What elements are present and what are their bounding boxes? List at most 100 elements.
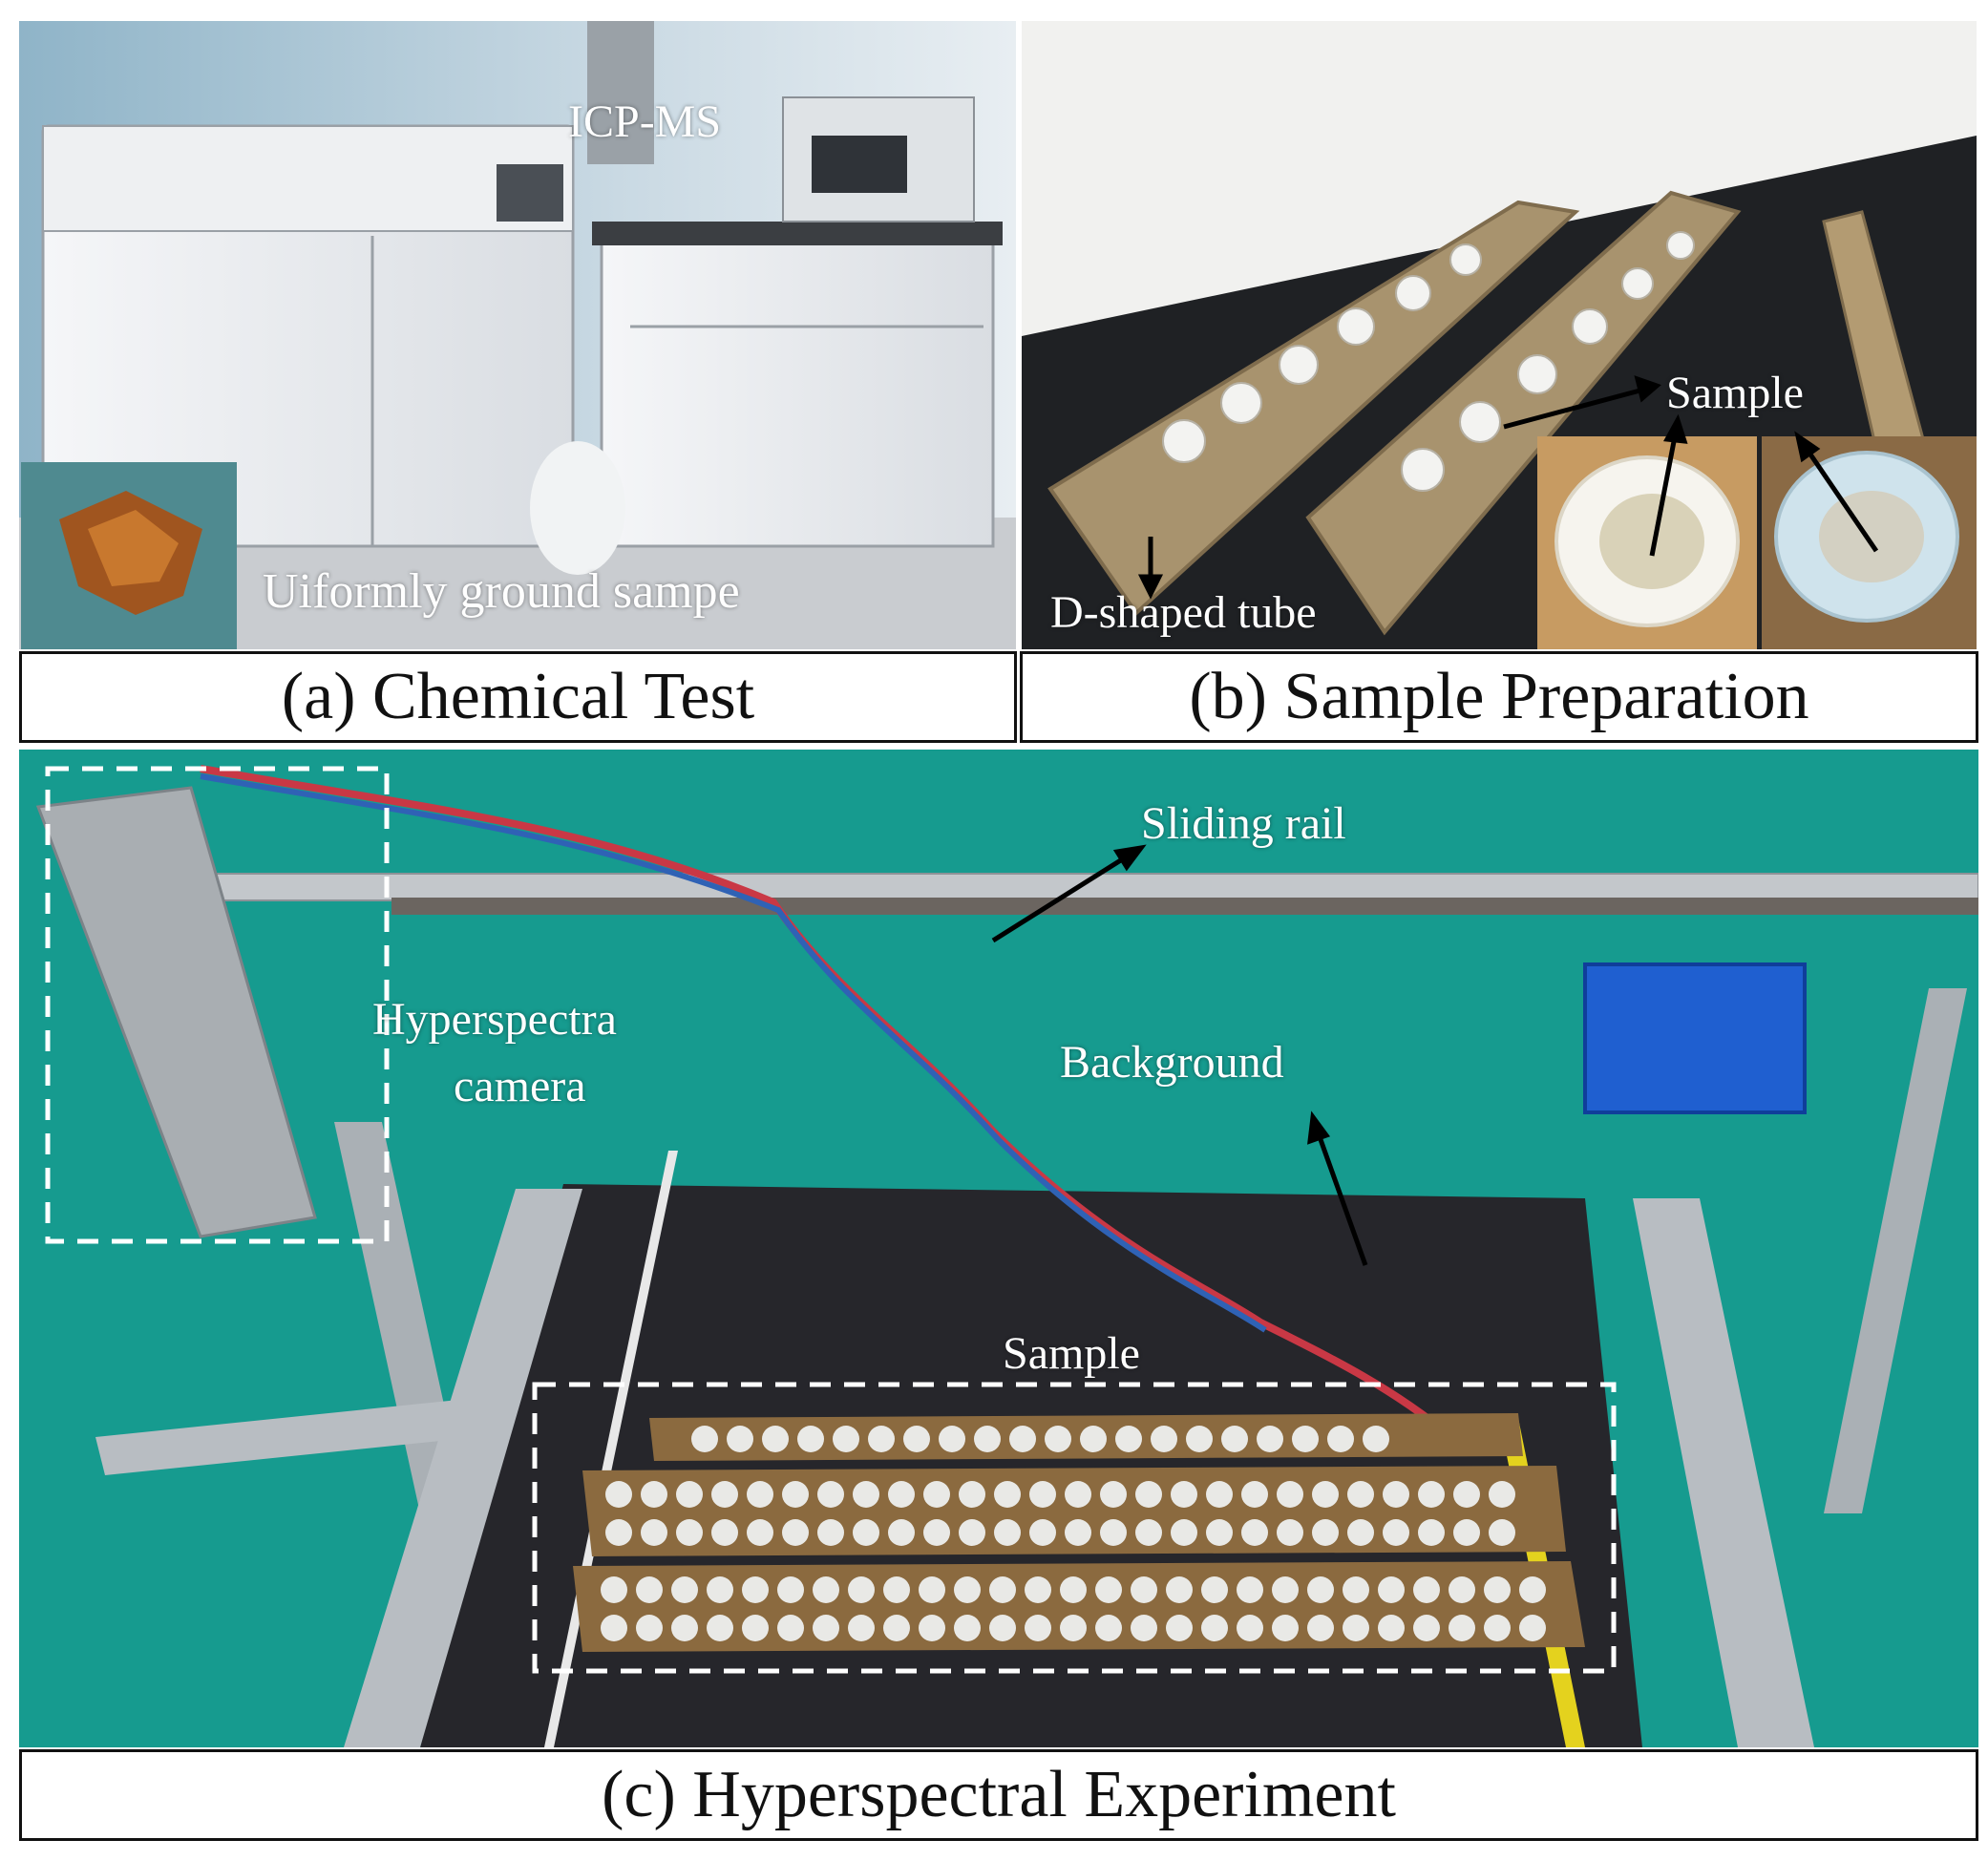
sample-cup	[1383, 1519, 1409, 1546]
sample-cup	[1519, 1615, 1546, 1641]
sample-cup	[1135, 1481, 1162, 1508]
sample-cup	[1272, 1576, 1299, 1603]
lab-scene	[19, 21, 1016, 649]
sample-cup	[1151, 1426, 1177, 1452]
sample-cup	[994, 1481, 1021, 1508]
sample-cup	[1489, 1481, 1515, 1508]
sample-cup	[747, 1481, 773, 1508]
sample-cup	[974, 1426, 1001, 1452]
sample-cup	[817, 1519, 844, 1546]
sample-cup	[989, 1615, 1016, 1641]
sample-cup	[1045, 1426, 1071, 1452]
sample-cup	[1060, 1576, 1087, 1603]
sample-cup	[1312, 1519, 1339, 1546]
sample-cup	[671, 1576, 698, 1603]
hyperspectral-setup-scene	[19, 750, 1978, 1747]
sample-cup	[1363, 1426, 1389, 1452]
sample-cup	[782, 1519, 809, 1546]
sample-cup	[868, 1426, 895, 1452]
sample-cup	[782, 1481, 809, 1508]
sample-cup	[1029, 1519, 1056, 1546]
panel-a-photo: ICP-MS Uiformly ground sampe	[19, 21, 1016, 649]
sample-cup	[1418, 1481, 1445, 1508]
sample-cup	[1206, 1481, 1233, 1508]
sample-cup	[1449, 1576, 1475, 1603]
sample-cup	[641, 1519, 667, 1546]
sample-cup	[1519, 1576, 1546, 1603]
sample-cup	[691, 1426, 718, 1452]
d-shaped-tube-label: D-shaped tube	[1050, 587, 1317, 638]
ground-sample-inset	[21, 462, 237, 649]
sample-cup	[817, 1481, 844, 1508]
sample-cup	[1378, 1576, 1405, 1603]
sample-cup	[747, 1519, 773, 1546]
sample-cup	[797, 1426, 824, 1452]
sample-cup	[671, 1615, 698, 1641]
sliding-rail-label: Sliding rail	[1141, 798, 1346, 849]
sample-cup	[1135, 1519, 1162, 1546]
sample-cup	[833, 1426, 859, 1452]
sample-cup	[742, 1615, 769, 1641]
sample-cup	[883, 1615, 910, 1641]
sample-cup	[1307, 1615, 1334, 1641]
sample-cup	[1327, 1426, 1354, 1452]
camera-label-line2: camera	[454, 1061, 586, 1111]
sample-cup	[1080, 1426, 1107, 1452]
sample-cup	[711, 1481, 738, 1508]
sample-cup	[1221, 1426, 1248, 1452]
panel-c-photo: Sliding rail Hyperspectra camera Backgro…	[19, 750, 1978, 1747]
sample-cup	[676, 1519, 703, 1546]
sample-label-c: Sample	[1003, 1328, 1140, 1379]
sample-cup	[777, 1576, 804, 1603]
sample-cup	[1100, 1481, 1127, 1508]
sample-cup	[1186, 1426, 1213, 1452]
icp-ms-label: ICP-MS	[568, 96, 722, 147]
sample-cup	[903, 1426, 930, 1452]
sample-cup	[1060, 1615, 1087, 1641]
sample-cup	[954, 1576, 981, 1603]
sample-cup	[1489, 1519, 1515, 1546]
sample-cup	[1025, 1615, 1051, 1641]
sample-cup	[1025, 1576, 1051, 1603]
sample-cup	[1241, 1481, 1268, 1508]
sample-cup	[1312, 1481, 1339, 1508]
sample-cup	[1418, 1519, 1445, 1546]
sample-cup	[1171, 1519, 1197, 1546]
sample-cup	[676, 1481, 703, 1508]
sample-cup	[888, 1481, 915, 1508]
sample-cup	[1343, 1576, 1369, 1603]
sample-cup	[1484, 1615, 1511, 1641]
sample-cup	[1237, 1615, 1263, 1641]
sample-cup	[1171, 1481, 1197, 1508]
sample-cup	[601, 1576, 627, 1603]
sample-cup	[1292, 1426, 1319, 1452]
sample-cup	[813, 1615, 839, 1641]
sample-cup	[1413, 1576, 1440, 1603]
sample-cup	[853, 1481, 879, 1508]
sample-cup	[641, 1481, 667, 1508]
caption-c: (c) Hyperspectral Experiment	[19, 1749, 1978, 1841]
sample-cup	[848, 1615, 875, 1641]
sample-cup	[1065, 1519, 1091, 1546]
sample-cup	[1378, 1615, 1405, 1641]
sample-cup	[1009, 1426, 1036, 1452]
sample-cup	[742, 1576, 769, 1603]
panel-b-photo: Sample D-shaped tube	[1022, 21, 1977, 649]
sample-cup	[727, 1426, 753, 1452]
sample-cup	[923, 1481, 950, 1508]
sample-cup	[994, 1519, 1021, 1546]
sample-cup	[919, 1615, 945, 1641]
sample-cup	[1347, 1519, 1374, 1546]
sample-cup-rows	[601, 1426, 1546, 1641]
sample-prep-scene	[1022, 21, 1977, 649]
sample-cup	[1029, 1481, 1056, 1508]
sample-cup	[1131, 1576, 1157, 1603]
ground-sample-label: Uiformly ground sampe	[263, 564, 740, 619]
sample-cup	[1115, 1426, 1142, 1452]
sample-cup	[888, 1519, 915, 1546]
sample-cup	[1257, 1426, 1283, 1452]
sample-cup	[1453, 1481, 1480, 1508]
sample-cup	[1272, 1615, 1299, 1641]
sample-cup	[919, 1576, 945, 1603]
sample-cup	[939, 1426, 965, 1452]
